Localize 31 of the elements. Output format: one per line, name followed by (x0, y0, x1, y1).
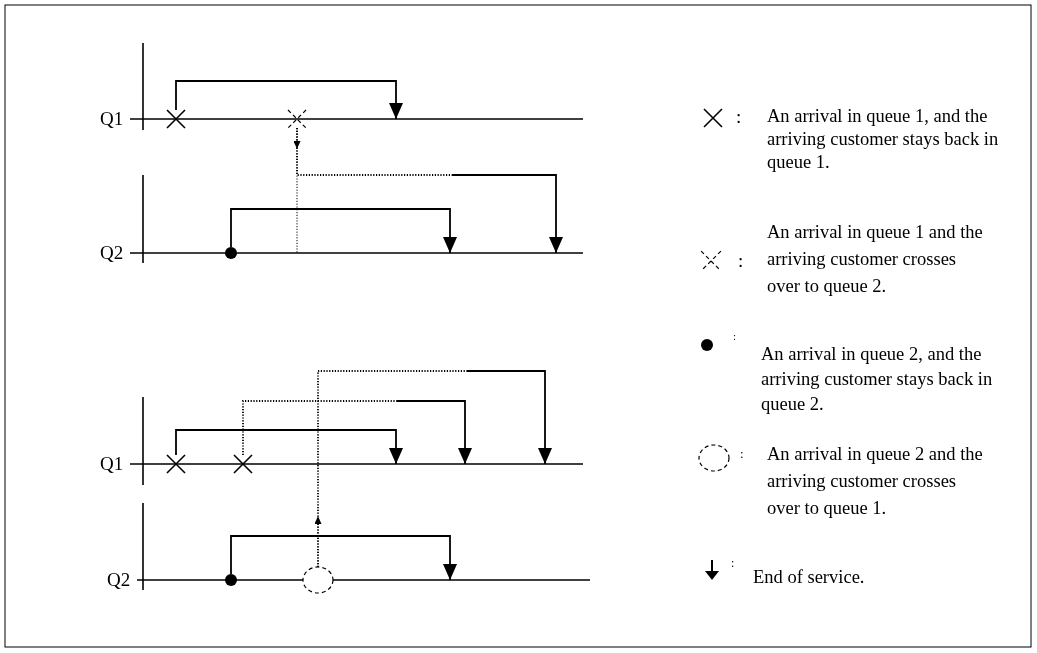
queue-label: Q2 (107, 569, 131, 591)
cross-marker (233, 454, 253, 474)
legend-text: An arrival in queue 2, and the arriving customer stays back in queue 2. (761, 343, 994, 416)
legend-text: End of service. (753, 566, 866, 589)
time-axis (129, 118, 584, 120)
service-arrow (175, 429, 403, 465)
queue-label: Q1 (100, 453, 124, 475)
service-arrow (175, 80, 403, 120)
legend-text: An arrival in queue 2 and the arriving customer crosses over to queue 1. (767, 443, 984, 520)
queue-label: Q1 (100, 108, 124, 130)
colon-separator: : (733, 330, 737, 343)
colon-separator: : (736, 106, 742, 128)
service-arrow (230, 208, 457, 254)
cross-marker (166, 109, 186, 129)
dot-marker (225, 247, 237, 259)
service-arrow (317, 370, 552, 568)
legend-text: An arrival in queue 1 and the arriving customer crosses over to queue 2. (767, 221, 984, 298)
legend-text: An arrival in queue 1, and the arriving customer stays back in queue 1. (767, 105, 1000, 174)
time-axis (136, 579, 591, 581)
dashed-circle-marker (302, 566, 334, 594)
service-arrow (242, 400, 472, 465)
dashed-cross-marker (287, 109, 307, 129)
colon-separator: : (738, 250, 744, 272)
dot-marker (225, 574, 237, 586)
queue-label: Q2 (100, 242, 124, 264)
cross-marker (166, 454, 186, 474)
colon-separator: : (731, 557, 735, 571)
time-axis (129, 463, 584, 465)
service-arrow (230, 535, 457, 581)
colon-separator: : (740, 447, 744, 462)
time-axis (129, 252, 584, 254)
